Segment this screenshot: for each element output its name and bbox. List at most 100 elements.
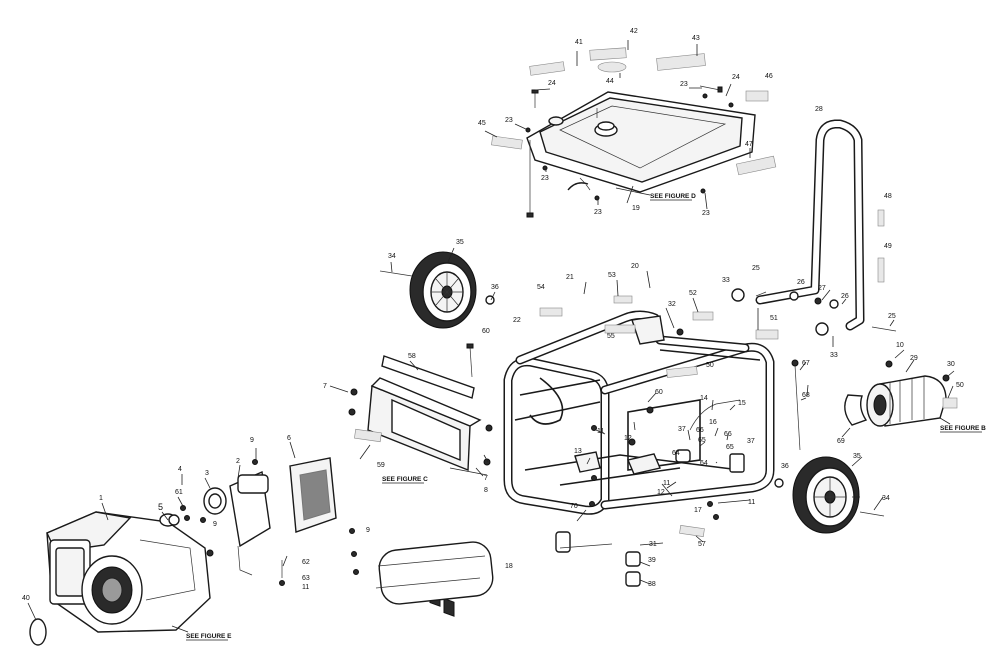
figure-references: SEE FIGURE D SEE FIGURE B SEE FIGURE C S…	[186, 193, 986, 641]
callout-23a: 23	[680, 81, 688, 88]
callout-24a: 24	[548, 80, 556, 87]
callout-14: 14	[700, 395, 708, 402]
callout-36b: 36	[781, 463, 789, 470]
tank-labels	[491, 47, 777, 176]
callout-11d: 11	[302, 584, 309, 591]
callout-30: 30	[947, 361, 955, 368]
frame-labels	[539, 295, 779, 537]
callout-70: 70	[570, 503, 578, 510]
callout-3: 3	[205, 470, 209, 477]
callout-65b: 65	[726, 444, 734, 451]
callout-6: 6	[287, 435, 291, 442]
callout-37b: 37	[747, 438, 755, 445]
callout-7b: 7	[484, 475, 488, 482]
callout-17: 17	[694, 507, 702, 514]
callout-21: 21	[566, 274, 574, 281]
callout-66a: 66	[696, 427, 704, 434]
hardware-bottom	[375, 359, 801, 605]
callout-42: 42	[630, 28, 638, 35]
callout-55: 55	[607, 333, 615, 340]
callout-46: 46	[765, 73, 773, 80]
callout-48: 48	[884, 193, 892, 200]
callout-63: 63	[302, 575, 310, 582]
callout-8: 8	[484, 487, 488, 494]
callout-67: 67	[802, 360, 810, 367]
see-figure-b: SEE FIGURE B	[940, 425, 986, 432]
callout-60a: 60	[482, 328, 490, 335]
callout-29: 29	[910, 355, 918, 362]
callout-33b: 33	[830, 352, 838, 359]
callout-50b: 50	[706, 362, 714, 369]
engine	[29, 505, 211, 646]
callout-41: 41	[575, 39, 583, 46]
callout-24b: 24	[732, 74, 740, 81]
handle-tube	[731, 119, 897, 336]
callout-23b: 23	[505, 117, 513, 124]
see-figure-c: SEE FIGURE C	[382, 476, 428, 483]
part-number-callouts: 41 42 43 44 24 23 24 46 28 45 23 23 23 1…	[22, 28, 964, 602]
callout-68: 68	[802, 392, 810, 399]
muffler-assembly	[200, 457, 359, 586]
callout-25a: 25	[752, 265, 760, 272]
callout-16: 16	[709, 419, 717, 426]
callout-4: 4	[178, 466, 182, 473]
callout-33a: 33	[722, 277, 730, 284]
callout-1: 1	[99, 495, 103, 502]
callout-69: 69	[837, 438, 845, 445]
callout-19: 19	[632, 205, 640, 212]
callout-35b: 35	[853, 453, 861, 460]
callout-9a: 9	[366, 527, 370, 534]
leader-lines	[27, 40, 955, 633]
callout-44: 44	[606, 78, 614, 85]
callout-13: 13	[574, 448, 582, 455]
callout-9b: 9	[250, 437, 254, 444]
callout-59: 59	[377, 462, 385, 469]
callout-25b: 25	[888, 313, 896, 320]
callout-37a: 37	[678, 426, 686, 433]
callout-11a: 11	[597, 428, 604, 435]
callout-43: 43	[692, 35, 700, 42]
callout-11c: 11	[748, 499, 755, 506]
callout-27: 27	[818, 285, 826, 292]
frame	[503, 310, 775, 515]
fuel-tank	[526, 91, 756, 193]
callout-10: 10	[896, 342, 904, 349]
callout-28: 28	[815, 106, 823, 113]
callout-34b: 34	[882, 495, 890, 502]
callout-62: 62	[302, 559, 310, 566]
callout-9c: 9	[213, 521, 217, 528]
callout-64a: 64	[672, 450, 680, 457]
callout-51: 51	[770, 315, 778, 322]
callout-2: 2	[236, 458, 240, 465]
callout-58: 58	[408, 353, 416, 360]
callout-53: 53	[608, 272, 616, 279]
callout-12b: 12	[657, 489, 665, 496]
callout-49: 49	[884, 243, 892, 250]
callout-40: 40	[22, 595, 30, 602]
callout-57: 57	[698, 541, 706, 548]
callout-26a: 26	[797, 279, 805, 286]
callout-22: 22	[513, 317, 521, 324]
callout-26b: 26	[841, 293, 849, 300]
callout-54: 54	[537, 284, 545, 291]
see-figure-e: SEE FIGURE E	[186, 633, 232, 640]
see-figure-d: SEE FIGURE D	[650, 193, 696, 200]
callout-31: 31	[649, 541, 657, 548]
callout-38: 38	[648, 581, 656, 588]
callout-45: 45	[478, 120, 486, 127]
callout-36a: 36	[491, 284, 499, 291]
callout-12: 12	[624, 435, 632, 442]
callout-34a: 34	[388, 253, 396, 260]
callout-60b: 60	[655, 389, 663, 396]
callout-15: 15	[738, 400, 746, 407]
alternator	[844, 360, 958, 427]
callout-47: 47	[745, 141, 753, 148]
callout-23d: 23	[594, 209, 602, 216]
callout-66b: 66	[724, 431, 732, 438]
callout-7a: 7	[323, 383, 327, 390]
callout-32: 32	[668, 301, 676, 308]
wheel-top	[379, 251, 495, 329]
callout-39: 39	[648, 557, 656, 564]
callout-20: 20	[631, 263, 639, 270]
